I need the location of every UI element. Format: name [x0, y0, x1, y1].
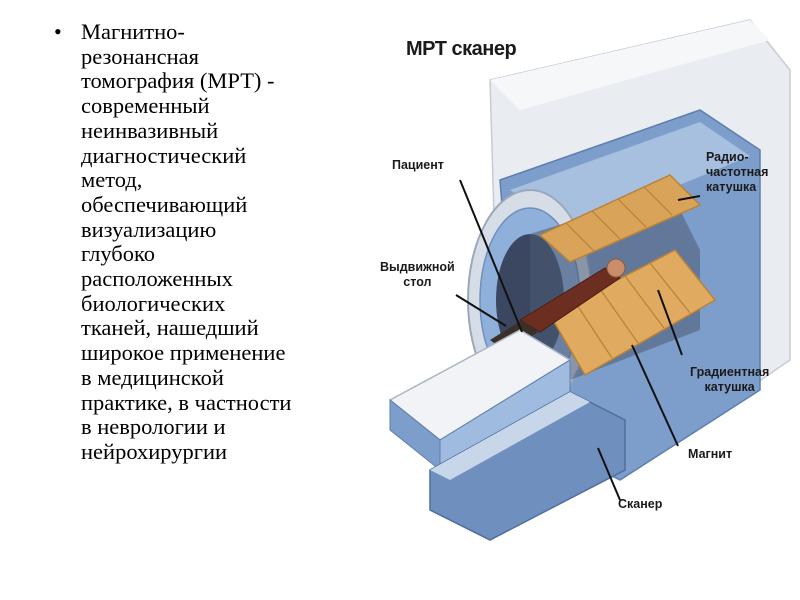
callout-label: стол	[403, 275, 432, 289]
callout-label: Радио-	[706, 150, 749, 164]
callout-label: катушка	[706, 180, 757, 194]
leader-table	[455, 294, 507, 327]
bullet-line: резонансная	[81, 43, 199, 69]
bullet-line: биологических	[81, 290, 226, 316]
leader-magnet	[631, 344, 679, 447]
callout-leader-lines	[455, 179, 701, 501]
bullet-line: обеспечивающий	[81, 191, 248, 217]
bullet-line: практике, в частности	[81, 389, 292, 415]
bullet-list: • Магнитно- резонансная томография (МРТ)…	[52, 19, 352, 465]
callout-rf-coil: Радио- частотная катушка	[706, 150, 768, 195]
bullet-line: визуализацию	[81, 216, 217, 242]
scanner-housing-top-shade	[490, 20, 770, 110]
rf-coil	[538, 174, 702, 263]
leader-patient	[459, 179, 523, 333]
bullet-line: метод,	[81, 167, 143, 193]
leader-gradient-coil	[657, 289, 683, 356]
bullet-line: расположенных	[81, 266, 233, 292]
bullet-line: в неврологии и	[81, 414, 226, 440]
callout-scanner: Сканер	[618, 497, 662, 512]
gradient-coil	[548, 249, 717, 377]
bullet-line: тканей, нашедший	[81, 315, 259, 341]
callout-patient: Пациент	[392, 158, 444, 173]
bullet-line: широкое применение	[81, 340, 286, 366]
figure-title: МРТ сканер	[406, 38, 517, 60]
bullet-item: • Магнитно- резонансная томография (МРТ)…	[52, 19, 352, 465]
callout-gradient-coil: Градиентная катушка	[690, 365, 769, 395]
leader-scanner	[597, 447, 621, 501]
bullet-line: томография (МРТ) -	[81, 68, 275, 94]
leader-rf-coil	[677, 195, 701, 201]
bullet-line: нейрохирургии	[81, 438, 228, 464]
bullet-line: неинвазивный	[81, 117, 219, 143]
bullet-line: Магнитно-	[81, 19, 185, 44]
gradient-coil-segments	[574, 262, 691, 359]
bullet-line: глубоко	[81, 241, 156, 267]
table-base-top	[430, 392, 590, 480]
callout-label: Пациент	[392, 158, 444, 172]
bullet-line: современный	[81, 93, 210, 119]
callout-label: Градиентная	[690, 365, 770, 379]
rf-coil-segments	[565, 186, 673, 252]
text-column: • Магнитно- резонансная томография (МРТ)…	[52, 19, 352, 465]
patient-head	[606, 258, 626, 278]
patient-body	[519, 267, 621, 333]
callout-label: Магнит	[688, 447, 733, 461]
callout-label: Выдвижной	[380, 260, 455, 274]
bullet-marker: •	[54, 19, 62, 44]
magnet-body-highlight	[510, 122, 750, 230]
callout-sliding-table: Выдвижной стол	[380, 260, 455, 290]
mri-scanner-illustration	[388, 19, 791, 541]
callout-magnet: Магнит	[688, 447, 732, 462]
callout-label: частотная	[706, 165, 769, 179]
callout-label: катушка	[704, 380, 755, 394]
bullet-line: диагностический	[81, 142, 247, 168]
mri-scanner-figure: МРТ сканер Пациент Выдвижной стол Радио-…	[370, 0, 800, 600]
bullet-line: в медицинской	[81, 364, 224, 390]
callout-label: Сканер	[618, 497, 663, 511]
